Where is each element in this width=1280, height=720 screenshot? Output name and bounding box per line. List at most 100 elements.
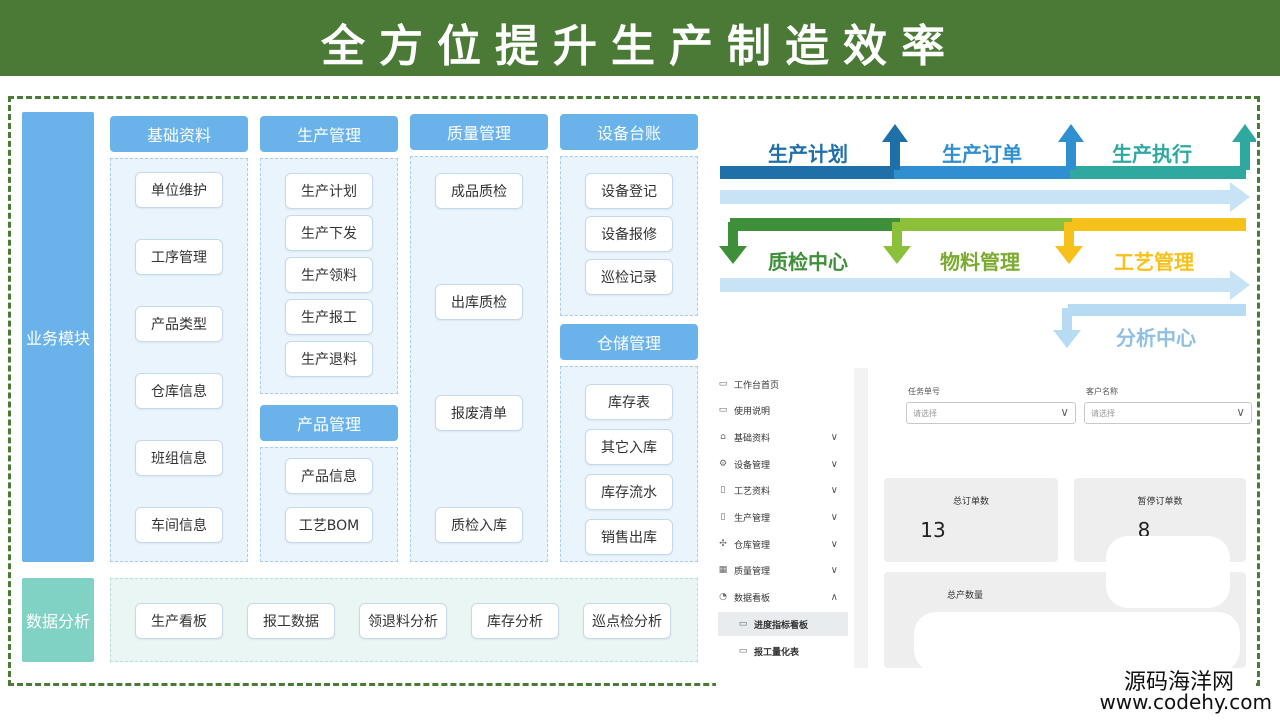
nav-item-label: 质量管理 [734,566,771,577]
nav-item-warehouse[interactable]: ✣ 仓库管理 ∨ [716,532,846,556]
module-item[interactable]: 其它入库 [585,429,673,465]
module-item[interactable]: 出库质检 [435,284,523,320]
grid-icon: ✣ [719,539,727,549]
chevron-down-icon: ∨ [830,431,838,443]
nav-item-label: 基础资料 [734,433,771,444]
flow-band-process [1072,218,1246,231]
module-item[interactable]: 班组信息 [135,440,223,476]
module-item[interactable]: 生产领料 [285,257,373,293]
chevron-down-icon: ∨ [830,538,838,550]
nav-item-production[interactable]: ▯ 生产管理 ∨ [716,505,846,529]
analysis-item[interactable]: 生产看板 [135,603,223,639]
module-item[interactable]: 库存表 [585,384,673,420]
nav-item-label: 工艺资料 [734,486,771,497]
nav-item-quality[interactable]: ▦ 质量管理 ∨ [716,558,846,582]
down-arrow-icon [719,246,747,264]
nav-item-guide[interactable]: ▭ 使用说明 [716,398,846,422]
module-item[interactable]: 报废清单 [435,395,523,431]
doc-icon: ▭ [718,405,728,415]
nav-item-label: 报工量化表 [754,647,800,658]
analysis-item[interactable]: 报工数据 [247,603,335,639]
nav-item-workbench[interactable]: ▭工作台首页 [716,372,846,396]
nav-item-label: 设备管理 [734,460,771,471]
redaction-blob [1106,536,1230,608]
watermark-url: www.codehy.com [1099,690,1272,714]
process-flow: 生产计划 生产订单 生产执行 质检中心 物料管理 工艺管理 分析中心 [716,118,1256,368]
module-item[interactable]: 产品类型 [135,306,223,342]
flow-band-material [900,218,1072,231]
stat-card-label: 总订单数 [952,497,989,507]
analysis-item[interactable]: 库存分析 [471,603,559,639]
module-item[interactable]: 工序管理 [135,239,223,275]
redaction-blob [914,612,1240,672]
module-item[interactable]: 库存流水 [585,474,673,510]
analysis-item[interactable]: 领退料分析 [359,603,447,639]
up-arrow-icon [882,124,908,142]
chevron-up-icon: ∧ [830,591,838,603]
chevron-down-icon: ∨ [830,458,838,470]
nav-item-process[interactable]: ▯ 工艺资料 ∨ [716,478,846,502]
flow-label-order: 生产订单 [942,142,1022,166]
chevron-down-icon: ∨ [830,484,838,496]
file-icon: ▯ [720,485,726,495]
module-item[interactable]: 产品信息 [285,458,373,494]
table-icon: ▦ [718,565,728,575]
page-title: 全方位提升生产制造效率 [321,21,959,72]
right-arrow-icon [1230,270,1250,300]
module-item[interactable]: 质检入库 [435,507,523,543]
home-icon: ⌂ [720,432,726,442]
nav-item-label: 数据看板 [734,593,771,604]
nav-subitem-progress[interactable]: ▭进度指标看板 [718,612,848,636]
module-item[interactable]: 巡检记录 [585,259,673,295]
module-item[interactable]: 生产退料 [285,341,373,377]
module-item[interactable]: 仓库信息 [135,373,223,409]
stat-card-value: 13 [920,518,946,542]
task-select[interactable]: 请选择∨ [906,402,1076,424]
flow-band-exec [1070,166,1246,179]
app-screenshot: ▭工作台首页 ▭使用说明 ⌂基础资料∨ ⚙设备管理∨ ▯工艺资料∨ ▯生产管理∨… [716,368,1256,686]
module-item[interactable]: 设备登记 [585,173,673,209]
module-item[interactable]: 生产报工 [285,299,373,335]
stat-card-label: 总产数量 [946,591,983,601]
doc-icon: ▭ [738,619,748,629]
module-item[interactable]: 工艺BOM [285,507,373,543]
module-item[interactable]: 生产下发 [285,215,373,251]
modules-label: 业务模块 [22,112,94,562]
nav-subitem-report[interactable]: ▭ 报工量化表 [718,639,848,663]
flow-label-material: 物料管理 [940,250,1020,274]
chevron-down-icon: ∨ [830,511,838,523]
chevron-down-icon: ∨ [1060,405,1069,419]
analysis-item[interactable]: 巡点检分析 [583,603,671,639]
nav-item-label: 使用说明 [734,406,771,417]
up-arrow-icon [1232,124,1256,142]
nav-item-basic[interactable]: ⌂ 基础资料 ∨ [716,425,846,449]
clipboard-icon: ▯ [720,512,726,522]
nav-item-equipment[interactable]: ⚙设备管理∨ [716,452,846,476]
column-box-basic [110,158,248,562]
chevron-down-icon: ∨ [830,564,838,576]
customer-field-label: 客户名称 [1086,387,1118,396]
monitor-icon: ▭ [718,379,728,389]
nav-item-label: 仓库管理 [734,540,771,551]
watermark-title: 源码海洋网 [1123,670,1234,695]
module-item[interactable]: 单位维护 [135,172,223,208]
stat-card-total-orders: 总订单数 13 [884,478,1058,562]
customer-select[interactable]: 请选择∨ [1084,402,1252,424]
doc-icon: ▭ [738,646,748,656]
flow-band-order [894,166,1070,179]
module-item[interactable]: 生产计划 [285,173,373,209]
customer-select-placeholder: 请选择 [1091,408,1115,418]
analysis-label: 数据分析 [22,578,94,662]
module-item[interactable]: 成品质检 [435,173,523,209]
flow-band-quality [730,218,900,231]
stat-card-label: 暂停订单数 [1137,497,1183,507]
nav-item-dashboard[interactable]: ◔数据看板∧ [716,585,846,609]
module-item[interactable]: 车间信息 [135,507,223,543]
flow-label-analysis: 分析中心 [1116,326,1196,350]
process-flow-arrows [719,124,1256,348]
down-arrow-icon [1053,330,1081,348]
module-item[interactable]: 销售出库 [585,519,673,555]
module-item[interactable]: 设备报修 [585,216,673,252]
nav-item-label: 生产管理 [734,513,771,524]
header-banner: 全方位提升生产制造效率 [0,0,1280,76]
